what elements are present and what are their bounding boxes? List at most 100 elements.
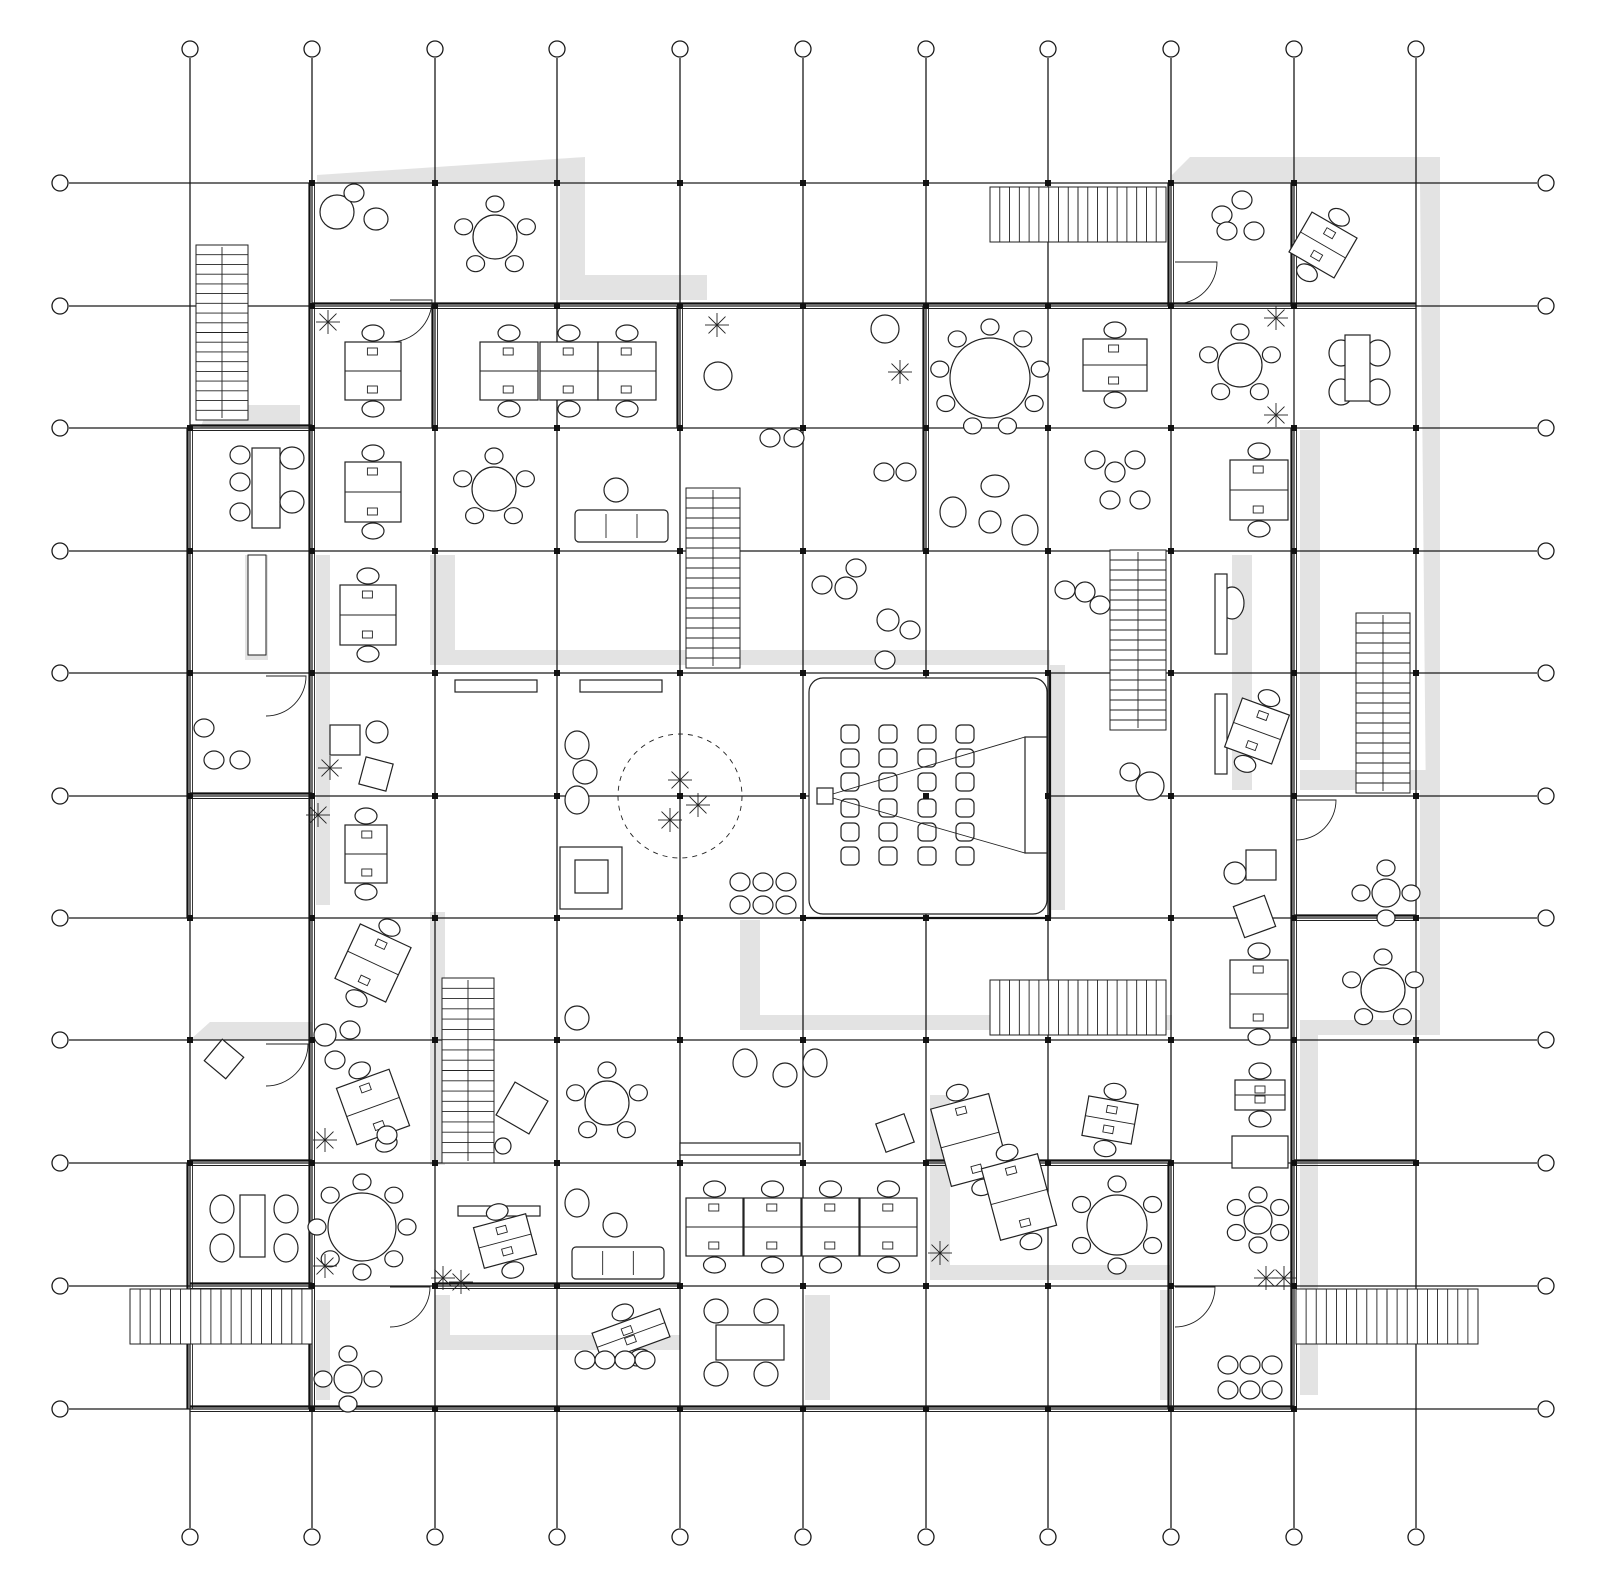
wall-shadow: [430, 555, 1050, 665]
furniture: [193, 183, 1424, 1413]
column: [309, 1160, 315, 1166]
chair: [876, 1180, 901, 1198]
chair: [356, 567, 380, 585]
column: [1168, 1160, 1174, 1166]
chair: [1030, 360, 1050, 378]
chair: [504, 255, 524, 273]
column: [432, 1160, 438, 1166]
chair: [594, 1350, 616, 1370]
side-table: [978, 510, 1002, 534]
chair: [320, 1250, 340, 1268]
chair: [1142, 1195, 1163, 1214]
stair: [1295, 1288, 1479, 1345]
column: [1168, 1037, 1174, 1043]
door-swing: [1174, 261, 1218, 305]
column: [309, 1283, 315, 1289]
column: [1291, 303, 1297, 309]
column: [800, 425, 806, 431]
column: [800, 1406, 806, 1412]
column: [1168, 670, 1174, 676]
chair: [324, 1050, 346, 1070]
plant: [431, 1266, 455, 1290]
plant: [306, 803, 330, 827]
round-table: [1342, 948, 1424, 1026]
chair: [1084, 450, 1106, 470]
table: [574, 859, 609, 894]
laptop: [766, 1241, 778, 1250]
chair: [997, 417, 1018, 435]
round-table: [566, 1061, 648, 1139]
armchair: [564, 730, 590, 760]
chair: [361, 400, 385, 418]
chair: [1351, 884, 1371, 902]
grid-bubble: [303, 40, 321, 58]
column: [432, 915, 438, 921]
chair: [1261, 1355, 1283, 1375]
chair: [811, 575, 833, 595]
chair: [485, 195, 505, 213]
chair: [453, 470, 473, 488]
chair: [557, 400, 581, 418]
grid-bubble: [1162, 1528, 1180, 1546]
column: [554, 548, 560, 554]
chair: [1296, 263, 1318, 283]
chair: [702, 1256, 727, 1274]
chair: [384, 1250, 404, 1268]
column: [923, 915, 929, 921]
armchair: [564, 1188, 590, 1218]
table: [1231, 1135, 1289, 1169]
column: [923, 548, 929, 554]
grid-bubble: [51, 419, 69, 437]
laptop: [620, 347, 632, 356]
column: [1291, 1160, 1297, 1166]
column: [800, 303, 806, 309]
column: [1291, 425, 1297, 431]
laptop: [1254, 1095, 1266, 1104]
chair: [485, 1203, 509, 1221]
column: [677, 670, 683, 676]
column: [1291, 1037, 1297, 1043]
column: [1413, 1160, 1419, 1166]
round-table: [1071, 1175, 1163, 1275]
chair: [1124, 450, 1146, 470]
chair: [1071, 1236, 1092, 1255]
grid-bubble: [1039, 1528, 1057, 1546]
column: [1045, 793, 1051, 799]
armchair: [703, 1361, 729, 1387]
chair: [1342, 971, 1362, 989]
column: [923, 1406, 929, 1412]
column: [1045, 1283, 1051, 1289]
chair: [497, 400, 521, 418]
laptop: [562, 347, 574, 356]
auditorium-seat: [917, 724, 937, 744]
grid-bubble: [51, 297, 69, 315]
grid-bubble: [1537, 1154, 1555, 1172]
column: [309, 180, 315, 186]
chair: [1103, 1082, 1127, 1101]
stairs: [129, 186, 1479, 1345]
column: [309, 548, 315, 554]
table: [203, 1038, 245, 1080]
stair: [441, 977, 495, 1164]
plant: [1264, 306, 1288, 330]
column: [677, 1160, 683, 1166]
chair: [876, 1256, 901, 1274]
chair: [945, 1083, 969, 1102]
stair: [685, 487, 741, 669]
chair: [1217, 1380, 1239, 1400]
wall-shadow: [805, 1295, 830, 1400]
chair: [775, 872, 797, 892]
chair: [229, 502, 251, 522]
wall-shadow: [1300, 430, 1320, 760]
grid-bubble: [1407, 1528, 1425, 1546]
desk-cluster: [1082, 321, 1148, 409]
door-swing: [1174, 1286, 1216, 1328]
armchair: [980, 474, 1010, 498]
chair: [516, 218, 536, 236]
chair: [1404, 971, 1424, 989]
column: [677, 915, 683, 921]
round-table: [313, 1345, 383, 1413]
column: [1291, 670, 1297, 676]
chair: [1089, 595, 1111, 615]
